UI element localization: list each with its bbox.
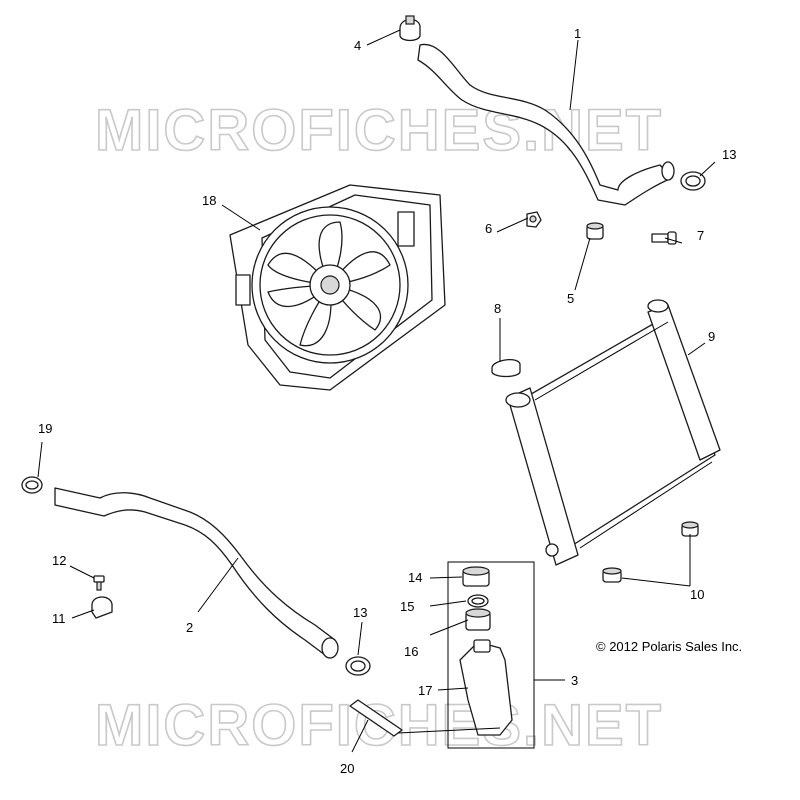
leader-lines <box>37 29 716 753</box>
callout-1: 1 <box>574 26 581 41</box>
callout-20: 20 <box>340 761 354 776</box>
hose-clamp-13-top <box>680 171 706 191</box>
callout-13-top: 13 <box>722 147 736 162</box>
grommet-5 <box>586 222 604 240</box>
overflow-hose-20 <box>349 699 403 737</box>
callout-13-bottom: 13 <box>353 605 367 620</box>
callout-7: 7 <box>697 228 704 243</box>
callout-15: 15 <box>400 599 414 614</box>
hose-clamp-19 <box>21 476 43 494</box>
nut-6 <box>526 211 542 228</box>
callout-9: 9 <box>708 329 715 344</box>
callout-17: 17 <box>418 683 432 698</box>
callout-19: 19 <box>38 421 52 436</box>
cooling-fan-assembly <box>229 184 446 391</box>
callout-18: 18 <box>202 193 216 208</box>
callout-8: 8 <box>494 301 501 316</box>
callout-11: 11 <box>52 611 66 626</box>
adapter-16 <box>465 608 491 631</box>
reservoir-group-box <box>447 561 535 749</box>
coolant-reservoir-17 <box>459 639 513 736</box>
reservoir-cap-14 <box>462 566 490 587</box>
callout-2: 2 <box>186 620 193 635</box>
seal-15 <box>467 594 489 608</box>
callout-6: 6 <box>485 221 492 236</box>
callout-4: 4 <box>354 38 361 53</box>
p-clamp-11 <box>91 596 113 619</box>
callout-10: 10 <box>690 587 704 602</box>
hose-clamp-4 <box>399 15 421 42</box>
bolt-7 <box>651 231 677 245</box>
copyright-notice: © 2012 Polaris Sales Inc. <box>596 639 742 654</box>
callout-5: 5 <box>567 291 574 306</box>
hose-clamp-13-bottom <box>345 656 371 676</box>
callout-14: 14 <box>408 570 422 585</box>
grommet-10 <box>602 521 699 583</box>
lower-radiator-hose <box>54 487 339 659</box>
callout-12: 12 <box>52 553 66 568</box>
upper-radiator-hose <box>417 43 675 206</box>
radiator <box>505 299 721 566</box>
callout-16: 16 <box>404 644 418 659</box>
callout-3: 3 <box>571 673 578 688</box>
radiator-cap-8 <box>491 358 521 378</box>
screw-12 <box>93 575 105 591</box>
